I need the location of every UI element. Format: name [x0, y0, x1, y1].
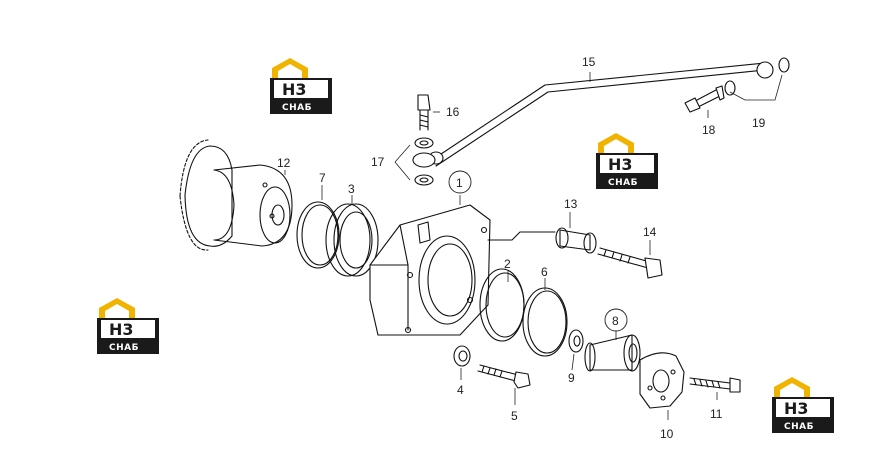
part-6-oring [522, 287, 568, 357]
logo-3-sub: СНАБ [109, 343, 139, 353]
part-labels: 1 2 3 4 5 6 7 8 9 10 11 12 13 14 15 16 1… [277, 55, 766, 441]
part-11-screw [689, 377, 741, 393]
part-18-screw [684, 85, 725, 113]
label-part-10: 10 [660, 427, 674, 441]
part-19-washers [724, 57, 790, 96]
logo-3-text: H3 [109, 320, 134, 339]
part-16-banjo-bolt [417, 94, 431, 131]
part-9-washer [568, 329, 584, 353]
label-part-5: 5 [511, 409, 518, 423]
logo-1-sub: СНАБ [282, 103, 312, 113]
label-part-15: 15 [582, 55, 596, 69]
logo-4-sub: СНАБ [784, 422, 814, 432]
label-part-6: 6 [541, 265, 548, 279]
logo-4-text: H3 [784, 399, 809, 418]
watermark-logo-4: H3 СНАБ [772, 377, 834, 433]
part-1-callout-circle [448, 170, 472, 194]
watermark-logo-3: H3 СНАБ [97, 298, 159, 354]
label-part-11: 11 [710, 407, 723, 421]
logo-2-sub: СНАБ [608, 178, 638, 188]
part-8-sleeve [584, 334, 641, 372]
label-part-19: 19 [752, 116, 766, 130]
label-part-7: 7 [319, 171, 326, 185]
leader-lines [284, 72, 783, 420]
part-12-gear [179, 139, 293, 251]
part-4-bushing [453, 345, 471, 367]
part-5-bolt [477, 364, 531, 389]
part-14-bolt [597, 247, 663, 279]
logo-2-text: H3 [608, 155, 633, 174]
label-part-9: 9 [568, 371, 575, 385]
label-part-3: 3 [348, 182, 355, 196]
part-3-ring [325, 203, 379, 277]
label-part-8: 8 [612, 314, 619, 328]
part-10-flange [639, 352, 685, 409]
label-part-16: 16 [446, 105, 460, 119]
part-7-oring [296, 201, 340, 269]
part-15-pipe [428, 62, 766, 167]
label-part-2: 2 [504, 257, 511, 271]
watermark-logo-1: H3 СНАБ [270, 58, 332, 114]
label-part-13: 13 [564, 197, 578, 211]
label-part-1: 1 [456, 176, 463, 190]
label-part-17: 17 [371, 155, 385, 169]
label-part-18: 18 [702, 123, 716, 137]
label-part-12: 12 [277, 156, 291, 170]
part-13-spacer [555, 227, 597, 254]
logo-1-text: H3 [282, 80, 307, 99]
part-1-housing [369, 204, 556, 336]
part-17-washers [412, 137, 436, 186]
part-8-callout-circle [604, 308, 628, 332]
watermark-logo-2: H3 СНАБ [596, 133, 658, 189]
label-part-14: 14 [643, 225, 657, 239]
part-2-ring [479, 268, 525, 342]
label-part-4: 4 [457, 383, 464, 397]
